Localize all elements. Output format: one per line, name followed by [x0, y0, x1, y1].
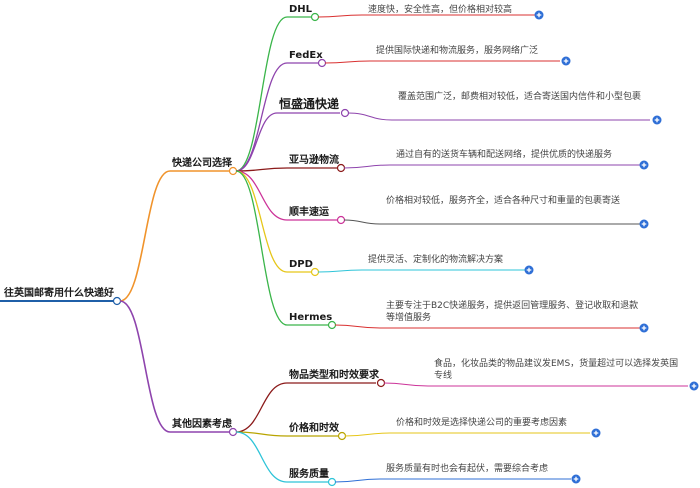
plus-glyph — [573, 476, 579, 482]
child-handle-0-0 — [310, 12, 320, 22]
desc-link-0-3 — [343, 164, 391, 169]
child-label-0-5: DPD — [289, 259, 313, 270]
child-handle-1-1 — [337, 431, 347, 441]
child-link-1-0 — [235, 382, 288, 433]
desc-text-0-5: 提供灵活、定制化的物流解决方案 — [368, 255, 504, 265]
desc-link-0-1 — [324, 60, 371, 64]
desc-text-1-2: 服务质量有时也会有起伏，需要综合考虑 — [386, 464, 549, 474]
plus-glyph — [641, 162, 647, 168]
child-label-0-4: 顺丰速运 — [289, 207, 329, 218]
child-link-0-5 — [235, 170, 288, 273]
child-link-1-1 — [235, 431, 288, 437]
branch-link-1 — [119, 300, 171, 433]
child-label-0-1: FedEx — [289, 50, 323, 61]
desc-link-0-0 — [317, 14, 363, 18]
branch-label-1: 其他因素考虑 — [172, 419, 232, 430]
child-link-0-1 — [235, 62, 288, 172]
child-label-0-0: DHL — [289, 4, 313, 15]
desc-text-0-2: 覆盖范围广泛，邮费相对较低，适合寄送国内信件和小型包裹 — [398, 92, 642, 102]
desc-link-0-5 — [317, 269, 363, 273]
child-label-1-0: 物品类型和时效要求 — [289, 370, 379, 381]
child-handle-0-2 — [340, 108, 350, 118]
desc-text-0-1: 提供国际快递和物流服务，服务网络广泛 — [376, 46, 539, 56]
plus-glyph — [641, 221, 647, 227]
expand-button-0-1[interactable] — [561, 56, 571, 66]
expand-button-0-3[interactable] — [639, 160, 649, 170]
child-label-1-1: 价格和时效 — [289, 423, 339, 434]
desc-text-0-6: 主要专注于B2C快递服务，提供返回管理服务、登记收取和退款等增值服务 — [386, 301, 639, 323]
expand-button-0-4[interactable] — [639, 219, 649, 229]
plus-glyph — [691, 383, 697, 389]
desc-text-1-1: 价格和时效是选择快递公司的重要考虑因素 — [396, 418, 568, 428]
plus-glyph — [654, 117, 660, 123]
desc-link-1-0 — [383, 382, 429, 387]
plus-glyph — [593, 430, 599, 436]
branch-label-0: 快递公司选择 — [172, 158, 232, 169]
desc-link-0-2 — [347, 112, 393, 121]
root-node-label: 往英国邮寄用什么快递好 — [4, 288, 114, 299]
child-label-0-6: Hermes — [289, 312, 333, 323]
child-link-0-0 — [235, 16, 288, 172]
root-node-handle — [112, 296, 122, 306]
child-handle-1-2 — [327, 477, 337, 487]
child-link-0-3 — [235, 167, 288, 172]
expand-button-0-0[interactable] — [534, 10, 544, 20]
plus-glyph — [563, 58, 569, 64]
desc-link-0-6 — [334, 324, 381, 329]
child-link-0-6 — [235, 170, 288, 326]
desc-text-0-0: 速度快，安全性高，但价格相对较高 — [368, 5, 513, 15]
expand-button-0-2[interactable] — [652, 115, 662, 125]
desc-text-1-0: 食品，化妆品类的物品建议发EMS，货量超过可以选择发英国专线 — [434, 359, 679, 381]
desc-link-0-4 — [343, 219, 381, 225]
expand-button-1-1[interactable] — [591, 428, 601, 438]
child-link-0-2 — [235, 112, 278, 172]
child-handle-0-4 — [336, 215, 346, 225]
expand-button-1-2[interactable] — [571, 474, 581, 484]
child-link-0-4 — [235, 170, 288, 221]
child-link-1-2 — [235, 431, 288, 483]
branch-link-0 — [119, 170, 171, 302]
desc-text-0-3: 通过自有的送货车辆和配送网络，提供优质的快递服务 — [396, 150, 613, 160]
expand-button-1-0[interactable] — [689, 381, 699, 391]
child-label-0-3: 亚马逊物流 — [289, 155, 339, 166]
child-label-1-2: 服务质量 — [289, 469, 329, 480]
expand-button-0-6[interactable] — [639, 323, 649, 333]
plus-glyph — [641, 325, 647, 331]
desc-link-1-1 — [344, 432, 391, 437]
child-label-0-2: 恒盛通快递 — [279, 97, 340, 111]
plus-glyph — [526, 267, 532, 273]
plus-glyph — [536, 12, 542, 18]
expand-button-0-5[interactable] — [524, 265, 534, 275]
desc-text-0-4: 价格相对较低，服务齐全，适合各种尺寸和重量的包裹寄送 — [386, 196, 621, 206]
desc-link-1-2 — [334, 478, 381, 483]
